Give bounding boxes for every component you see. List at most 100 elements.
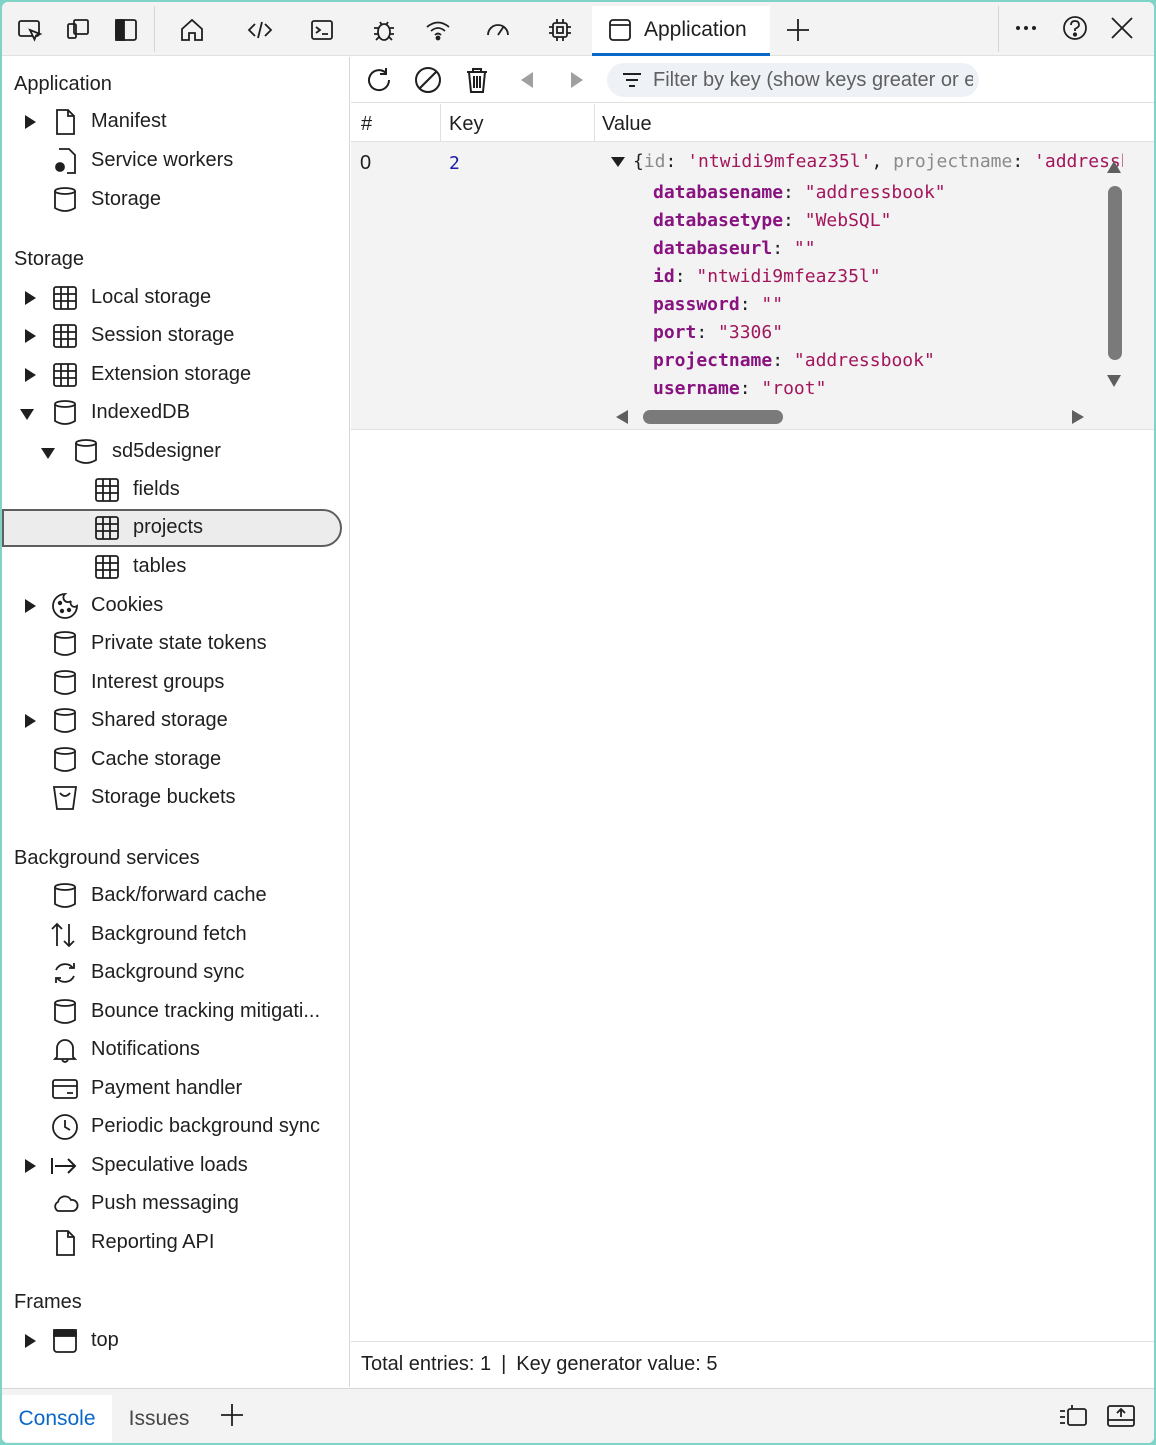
- sidebar-item-label: Payment handler: [91, 1077, 243, 1099]
- sidebar-item-push-messaging[interactable]: Push messaging: [2, 1185, 348, 1223]
- sidebar-item-interest-groups[interactable]: Interest groups: [2, 664, 348, 702]
- sidebar-item-cache-storage[interactable]: Cache storage: [2, 741, 348, 779]
- collapse-arrow-icon[interactable]: [19, 406, 35, 422]
- undock-drawer-icon[interactable]: [1106, 1401, 1136, 1431]
- add-drawer-tab-icon[interactable]: [218, 1401, 246, 1429]
- sidebar-item-extension-storage[interactable]: Extension storage: [2, 356, 348, 394]
- expand-arrow-icon[interactable]: [22, 713, 38, 729]
- collapse-arrow-icon[interactable]: [611, 156, 625, 168]
- bottom-drawer: Console Issues: [2, 1388, 1154, 1443]
- sidebar-item-fields[interactable]: fields: [2, 471, 348, 509]
- total-entries: Total entries: 1: [361, 1353, 492, 1375]
- horizontal-scrollbar[interactable]: [601, 402, 1099, 430]
- sidebar-item-label: Manifest: [91, 110, 167, 132]
- row-value: {id: 'ntwidi9mfeaz35l', projectname: 'ad…: [601, 142, 1123, 402]
- sidebar-item-service-workers[interactable]: Service workers: [2, 142, 348, 180]
- sidebar-item-payment-handler[interactable]: Payment handler: [2, 1070, 348, 1108]
- column-header-index[interactable]: #: [361, 113, 373, 135]
- close-icon[interactable]: [1104, 12, 1140, 48]
- data-grid: # Key Value 0 2 {id: 'ntwidi9mfeaz35l', …: [351, 104, 1154, 430]
- dock-sidebar-icon[interactable]: [108, 12, 144, 48]
- expand-arrow-icon[interactable]: [22, 1333, 38, 1349]
- sidebar-item-label: Extension storage: [91, 363, 252, 385]
- filter-bar[interactable]: [607, 63, 979, 97]
- vertical-scroll-thumb[interactable]: [1108, 186, 1122, 360]
- value-summary: {id: 'ntwidi9mfeaz35l', projectname: 'ad…: [633, 151, 1123, 172]
- sidebar-item-sd5designer[interactable]: sd5designer: [2, 433, 348, 471]
- sidebar-item-manifest[interactable]: Manifest: [2, 103, 348, 141]
- main-toolbar: Application: [2, 2, 1154, 56]
- refresh-icon: [368, 68, 391, 92]
- refresh-button[interactable]: [363, 64, 395, 96]
- sidebar-item-bounce-tracking[interactable]: Bounce tracking mitigati...: [2, 993, 348, 1031]
- add-tab-icon[interactable]: [780, 12, 816, 48]
- sidebar-item-local-storage[interactable]: Local storage: [2, 279, 348, 317]
- expand-arrow-icon[interactable]: [22, 1158, 38, 1174]
- column-header-value[interactable]: Value: [602, 113, 652, 135]
- console-icon[interactable]: [304, 12, 340, 48]
- inspect-icon[interactable]: [12, 12, 48, 48]
- sidebar-item-back-forward-cache[interactable]: Back/forward cache: [2, 877, 348, 915]
- sidebar-item-session-storage[interactable]: Session storage: [2, 317, 348, 355]
- sidebar-item-tables[interactable]: tables: [2, 548, 348, 586]
- sidebar-item-indexeddb[interactable]: IndexedDB: [2, 394, 348, 432]
- expand-arrow-icon[interactable]: [22, 598, 38, 614]
- collapse-arrow-icon[interactable]: [40, 445, 56, 461]
- horizontal-scroll-thumb[interactable]: [643, 410, 783, 424]
- table-row[interactable]: 0 2 {id: 'ntwidi9mfeaz35l', projectname:…: [351, 142, 1154, 430]
- sidebar-item-label: Speculative loads: [91, 1154, 248, 1176]
- home-icon[interactable]: [174, 12, 210, 48]
- scroll-up-icon[interactable]: [1106, 160, 1122, 174]
- document-icon: [56, 109, 75, 135]
- expand-arrow-icon[interactable]: [22, 290, 38, 306]
- sources-bug-icon[interactable]: [366, 12, 402, 48]
- cookie-icon: [52, 593, 78, 619]
- tab-console[interactable]: Console: [2, 1395, 112, 1442]
- dock-drawer-icon[interactable]: [1058, 1401, 1088, 1431]
- expand-arrow-icon[interactable]: [22, 367, 38, 383]
- sidebar-item-label: Background fetch: [91, 923, 247, 945]
- sidebar-item-cookies[interactable]: Cookies: [2, 587, 348, 625]
- network-wifi-icon[interactable]: [420, 12, 456, 48]
- sidebar-item-storage-buckets[interactable]: Storage buckets: [2, 779, 348, 817]
- sidebar-item-label: Session storage: [91, 324, 235, 346]
- expand-arrow-icon[interactable]: [22, 114, 38, 130]
- column-header-key[interactable]: Key: [449, 113, 484, 135]
- filter-input[interactable]: [653, 68, 973, 92]
- sidebar-item-storage-overview[interactable]: Storage: [2, 181, 348, 219]
- more-options-icon[interactable]: [1008, 12, 1044, 48]
- section-title-background-services: Background services: [14, 847, 200, 869]
- arrow-to-line-icon: [51, 1158, 77, 1174]
- tab-application[interactable]: Application: [592, 6, 770, 56]
- elements-icon[interactable]: [242, 12, 278, 48]
- sidebar-item-private-state-tokens[interactable]: Private state tokens: [2, 625, 348, 663]
- performance-gauge-icon[interactable]: [480, 12, 516, 48]
- sync-icon: [55, 963, 75, 983]
- vertical-scrollbar[interactable]: [1103, 156, 1123, 396]
- sidebar-item-notifications[interactable]: Notifications: [2, 1031, 348, 1069]
- sidebar-item-periodic-background-sync[interactable]: Periodic background sync: [2, 1108, 348, 1146]
- previous-page-button[interactable]: [511, 64, 543, 96]
- delete-selected-button[interactable]: [461, 64, 493, 96]
- sidebar-item-background-fetch[interactable]: Background fetch: [2, 916, 348, 954]
- sidebar-item-frame-top[interactable]: top: [2, 1322, 348, 1360]
- tab-issues[interactable]: Issues: [114, 1395, 204, 1442]
- sidebar-item-shared-storage[interactable]: Shared storage: [2, 702, 348, 740]
- sidebar-item-background-sync[interactable]: Background sync: [2, 954, 348, 992]
- sidebar-item-speculative-loads[interactable]: Speculative loads: [2, 1147, 348, 1185]
- credit-card-icon: [52, 1079, 78, 1099]
- device-emulation-icon[interactable]: [60, 12, 96, 48]
- sidebar-item-reporting-api[interactable]: Reporting API: [2, 1224, 348, 1262]
- memory-chip-icon[interactable]: [542, 12, 578, 48]
- sidebar-item-projects[interactable]: projects: [2, 509, 342, 547]
- next-page-button[interactable]: [561, 64, 593, 96]
- scroll-left-icon[interactable]: [615, 409, 629, 425]
- clear-object-store-button[interactable]: [412, 64, 444, 96]
- scroll-right-icon[interactable]: [1071, 409, 1085, 425]
- expand-arrow-icon[interactable]: [22, 328, 38, 344]
- database-icon: [54, 999, 76, 1024]
- help-icon[interactable]: [1057, 12, 1093, 48]
- sidebar-item-label: Local storage: [91, 286, 212, 308]
- scroll-down-icon[interactable]: [1106, 374, 1122, 388]
- status-separator: |: [501, 1353, 507, 1375]
